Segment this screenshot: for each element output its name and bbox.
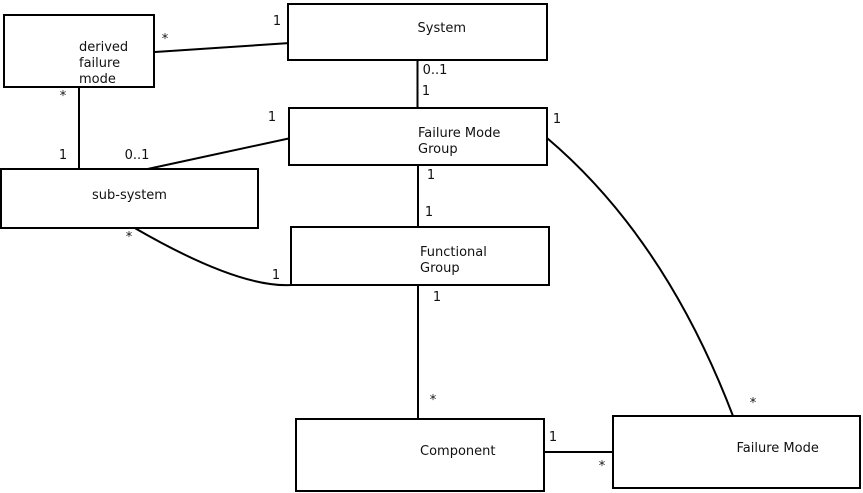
entity-system: System <box>287 3 548 61</box>
entity-component: Component <box>295 418 545 492</box>
entity-failure-mode: Failure Mode <box>612 415 861 489</box>
multiplicity-fg-component-source: 1 <box>432 290 442 305</box>
entity-failure-mode-group-label: Failure Mode Group <box>418 125 501 157</box>
multiplicity-fmg-fm-target: * <box>749 396 757 411</box>
entity-functional-group-label: Functional Group <box>420 245 487 276</box>
multiplicity-fg-component-target: * <box>429 393 437 408</box>
entity-derived-failure-mode: derived failure mode <box>3 14 155 88</box>
multiplicity-dfm-subsystem-target: 1 <box>58 148 68 163</box>
connector-sub-system-functional-group <box>132 226 292 287</box>
multiplicity-dfm-system-source: * <box>161 32 169 47</box>
multiplicity-dfm-subsystem-source: * <box>59 89 67 104</box>
multiplicity-component-fm-source: 1 <box>548 430 558 445</box>
multiplicity-component-fm-target: * <box>598 459 606 474</box>
connector-failure-mode-group-failure-mode <box>546 137 734 417</box>
multiplicity-subsystem-fg-target: 1 <box>271 268 281 283</box>
entity-failure-mode-label: Failure Mode <box>736 441 819 456</box>
entity-system-label: System <box>417 21 466 36</box>
multiplicity-subsystem-fmg-target: 1 <box>267 110 277 125</box>
multiplicity-subsystem-fg-source: * <box>125 230 133 245</box>
entity-sub-system: sub-system <box>0 168 259 229</box>
multiplicity-fmg-fg-target: 1 <box>424 205 434 220</box>
connector-sub-system-failure-mode-group <box>142 137 292 171</box>
multiplicity-fmg-fm-source: 1 <box>552 112 562 127</box>
entity-component-label: Component <box>420 444 496 459</box>
multiplicity-fmg-fg-source: 1 <box>426 168 436 183</box>
entity-sub-system-label: sub-system <box>92 187 167 203</box>
multiplicity-system-fmg-target: 1 <box>421 84 431 99</box>
entity-failure-mode-group: Failure Mode Group <box>288 107 548 166</box>
entity-derived-failure-mode-label: derived failure mode <box>79 40 129 87</box>
multiplicity-subsystem-fmg-source: 0..1 <box>124 148 150 163</box>
entity-functional-group: Functional Group <box>290 226 550 286</box>
connector-derived-failure-mode-system <box>154 42 291 53</box>
multiplicity-dfm-system-target: 1 <box>272 14 282 29</box>
multiplicity-system-fmg-source: 0..1 <box>422 63 448 78</box>
